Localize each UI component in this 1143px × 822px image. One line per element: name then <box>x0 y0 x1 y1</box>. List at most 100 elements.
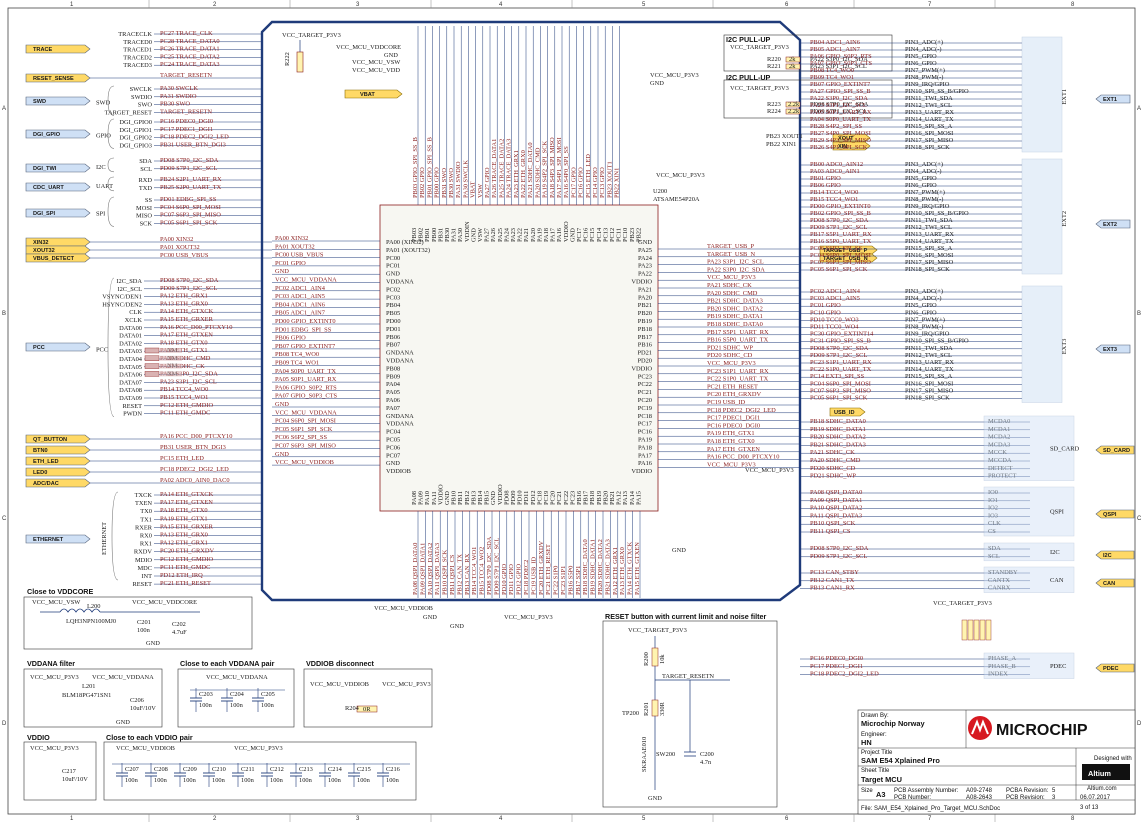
qspi-net: PA08 QSPI_DATA0 <box>810 489 862 496</box>
port-qt-button[interactable] <box>25 434 91 444</box>
mcu-left-pin: PA01 (XOUT32) <box>386 247 430 254</box>
ext2-pin-label: PIN7_PWM(+) <box>905 189 945 196</box>
vddcore-label: VCC_MCU_VDDCORE <box>336 44 401 51</box>
sheet-value: Target MCU <box>861 775 902 784</box>
mcu-right-pin: PB18 <box>638 326 652 333</box>
port-qspi[interactable] <box>1095 509 1135 519</box>
vddiob-title: VDDIOB disconnect <box>306 659 374 668</box>
port-eth-led[interactable] <box>25 456 91 466</box>
mcu-body <box>379 204 659 512</box>
mcu-left-net: PC05 S6P1_SPI_SCK <box>275 426 333 433</box>
r220-value: 2k <box>789 56 796 63</box>
ext3-pin-label: PIN7_PWM(+) <box>905 316 945 323</box>
mcu-top-pin: PA27 <box>484 227 491 242</box>
port-btn0[interactable] <box>25 445 91 455</box>
port-vbus-detect[interactable] <box>25 253 91 263</box>
ext1-net: PB26 S4P1_SPI_SCK <box>810 144 868 151</box>
top-net-label: PA31 SWDIO <box>455 161 462 198</box>
port-xin32[interactable] <box>25 237 91 247</box>
r224-value: 2.2k <box>788 108 800 115</box>
mcu-right-net: PC22 S1P0_UART_TX <box>707 376 769 383</box>
qspi-pin-label: CLK <box>988 520 1001 527</box>
mcu-right-pin: PA17 <box>638 452 653 459</box>
port-i2c[interactable] <box>1095 550 1135 560</box>
port-swd[interactable] <box>25 96 91 106</box>
mcu-right-net: TARGET_USB_P <box>707 243 755 250</box>
i2c-pullup-title-1: I2C PULL-UP <box>726 35 771 44</box>
ext3-pin-label: PIN5_GPIO <box>905 302 937 309</box>
port-cdc-uart[interactable] <box>25 182 91 192</box>
mcu-bottom-pin: PA13 <box>622 491 629 505</box>
reset-net: TARGET_RESETN <box>662 673 714 680</box>
usb-id-port[interactable] <box>829 407 866 417</box>
altium-url: Altium.com <box>1087 786 1117 792</box>
port-trace[interactable] <box>25 44 91 54</box>
btn-net: PB31 USER_BTN_DGI3 <box>160 444 226 451</box>
ext2-pin-label: PIN6_GPIO <box>905 182 937 189</box>
port-dgi-gpio[interactable] <box>25 129 91 139</box>
twi-group-label: I2C <box>96 164 106 171</box>
port-ext1[interactable] <box>1095 94 1131 104</box>
mcu-left-net: GND <box>275 268 289 275</box>
mcu-right-net: PC18 PDEC2_DGI2_LED <box>707 407 776 414</box>
gpio-net: PC16 PDEC0_DGI0 <box>160 118 213 125</box>
ext3-pin-label: PIN9_IRQ/GPIO <box>905 331 950 338</box>
port-pdec[interactable] <box>1095 663 1135 673</box>
pcc-net: PA15 ETH_GRXER <box>160 316 214 323</box>
vbat-port[interactable] <box>344 89 403 99</box>
mcu-part: ATSAME54P20A <box>653 196 700 203</box>
mcu-left-net: PB04 ADC1_AIN6 <box>275 301 325 308</box>
ext1-net: PB08 TC4_WO0 <box>810 67 854 74</box>
eth-signal: RX1 <box>140 541 152 548</box>
mcu-bottom-pin: PB19 <box>596 491 603 505</box>
port-sdcard[interactable] <box>1095 445 1135 455</box>
nm-resistor <box>144 363 160 369</box>
xout-port-label: XOUT <box>838 136 854 142</box>
port-qspi-label: QSPI <box>1103 512 1117 518</box>
mcu-right-pin: PC21 <box>638 389 652 396</box>
c206-value: 10uF/10V <box>130 705 156 712</box>
sdcard-side-label: SD_CARD <box>1050 445 1080 452</box>
ext2-net: PC05 S6P1_SPI_SCK <box>810 266 868 273</box>
ext1-net: PA22 S3P0_I2C_SDA <box>810 95 868 102</box>
port-ethernet[interactable] <box>25 534 91 544</box>
pcc-net: PA16 PCC_D00_PTCXY10 <box>160 324 232 331</box>
port-ext3[interactable] <box>1095 344 1131 354</box>
vddio-cap-ref: C210 <box>212 766 226 773</box>
mcu-right-net: PC20 ETH_GRXDV <box>707 391 762 398</box>
mcu-left-pin: PC04 <box>386 429 401 436</box>
port-pcc[interactable] <box>25 342 91 352</box>
pcba-rev-value: 5 <box>1052 788 1056 794</box>
pcb-rev-value: 3 <box>1052 795 1056 801</box>
port-led0[interactable] <box>25 467 91 477</box>
qspi-pin-label: IO0 <box>988 489 998 496</box>
gpio-group-label: GPIO <box>96 133 111 140</box>
port-dgi-spi[interactable] <box>25 208 91 218</box>
qspi-net: PA09 QSPI_DATA1 <box>810 497 862 504</box>
port-xout32[interactable] <box>25 245 91 255</box>
port-reset-sense[interactable] <box>25 73 91 83</box>
port-dgi-twi[interactable] <box>25 163 91 173</box>
pcc-net: PA12 ETH_GRX1 <box>160 293 208 300</box>
nm-resistor <box>144 371 160 377</box>
sdcard-net: PA20 SDHC_CMD <box>810 457 861 464</box>
mcu-top-pin: PB03 <box>411 228 418 242</box>
mcu-right-pin: VDDIO <box>631 468 652 475</box>
usb-p-port[interactable] <box>819 245 878 255</box>
reset-title: RESET button with current limit and nois… <box>605 612 767 621</box>
port-can[interactable] <box>1095 578 1135 588</box>
ext1-pin-label: PIN6_GPIO <box>905 60 937 67</box>
gpio-signal: DGI_GPIO0 <box>119 119 152 126</box>
l201-label: L201 <box>82 683 96 690</box>
vddiob-b: VCC_MCU_P3V3 <box>382 681 431 688</box>
mcu-top-pin: PB30 <box>444 228 451 242</box>
mcu-left-pin: PC06 <box>386 444 400 451</box>
ext3-net: PC31 GPIO_SPI_SS_B <box>810 338 871 345</box>
mcu-right-net: PA23 S3P1_I2C_SCL <box>707 259 764 266</box>
bottom-net-label: PA12 ETH_GRX1 <box>612 547 619 595</box>
mcu-left-pin: VDDANA <box>386 421 414 428</box>
port-adc-dac[interactable] <box>25 478 91 488</box>
port-ext2[interactable] <box>1095 219 1131 229</box>
mcu-bottom-pin: PB17 <box>583 490 590 505</box>
